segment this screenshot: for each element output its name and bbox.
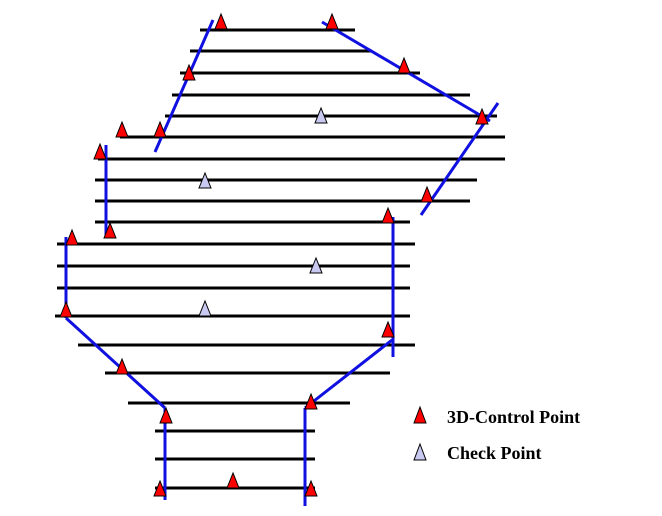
control-point-marker bbox=[397, 56, 411, 74]
block-boundaries bbox=[64, 19, 500, 506]
check-point-marker bbox=[314, 106, 328, 124]
control-point-marker bbox=[420, 185, 434, 203]
control-point-marker bbox=[226, 471, 240, 489]
control-point-marker bbox=[59, 300, 73, 318]
control-point-marker bbox=[304, 392, 318, 410]
check-point-marker bbox=[198, 171, 212, 189]
control-point-marker bbox=[93, 142, 107, 160]
check-point-legend-icon bbox=[413, 442, 427, 461]
control-point-marker bbox=[214, 12, 228, 30]
block-boundary-line bbox=[304, 338, 393, 410]
control-point-marker bbox=[304, 479, 318, 497]
control-point-marker bbox=[65, 228, 79, 246]
flight-strips bbox=[55, 28, 505, 490]
control-point-marker bbox=[182, 63, 196, 81]
control-point-marker bbox=[153, 479, 167, 497]
control-point-marker bbox=[115, 357, 129, 375]
control-point-legend-icon bbox=[413, 405, 427, 424]
control-point-marker bbox=[115, 120, 129, 138]
check-point-marker bbox=[198, 299, 212, 317]
block-boundary-line bbox=[153, 19, 215, 153]
control-point-marker bbox=[153, 120, 167, 138]
control-point-marker bbox=[159, 406, 173, 424]
block-boundary-line bbox=[64, 316, 167, 410]
control-point-legend-label: 3D-Control Point bbox=[447, 407, 580, 427]
check-point-marker bbox=[309, 256, 323, 274]
control-point-marker bbox=[381, 206, 395, 224]
control-point-marker bbox=[103, 221, 117, 239]
check-point-legend-label: Check Point bbox=[447, 443, 542, 463]
points bbox=[59, 12, 489, 497]
legend: 3D-Control Point Check Point bbox=[413, 405, 580, 463]
control-point-marker bbox=[325, 12, 339, 30]
control-point-marker bbox=[475, 107, 489, 125]
control-point-marker bbox=[381, 320, 395, 338]
